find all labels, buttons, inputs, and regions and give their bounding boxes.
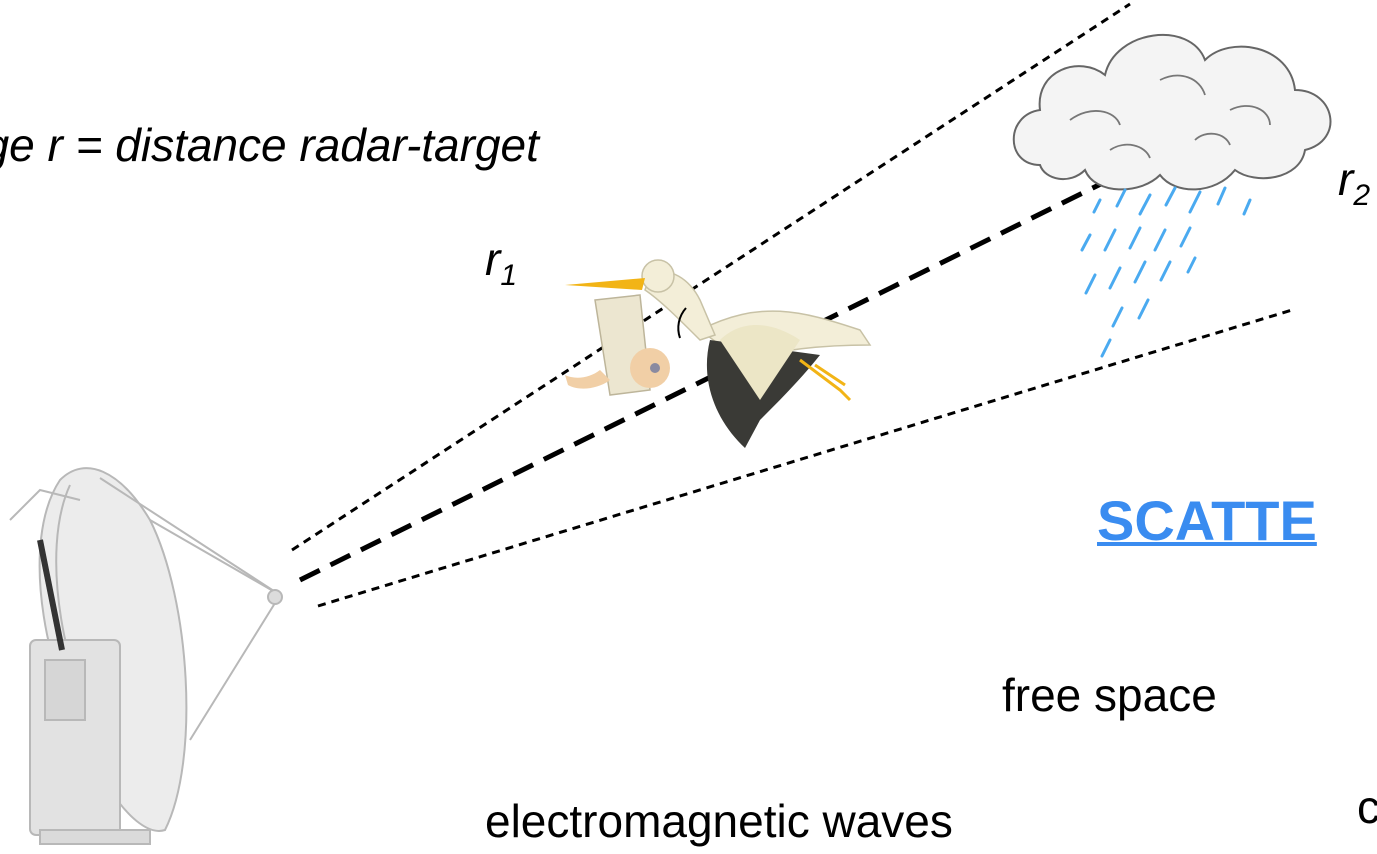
rain-cloud-icon — [1012, 34, 1332, 358]
cut-off-letter: c — [1357, 781, 1377, 833]
free-space-label: free space — [1002, 669, 1217, 721]
r1-subscript: 1 — [500, 259, 518, 292]
r1-label: r1 — [485, 232, 517, 293]
beam-lower-edge-line — [317, 308, 1293, 608]
beam-upper-edge-line — [291, 2, 1131, 552]
r2-subscript: 2 — [1353, 179, 1371, 212]
range-caption: nge r = distance radar-target — [0, 119, 539, 171]
radar-dish-icon — [9, 467, 283, 845]
r2-main: r — [1338, 153, 1354, 205]
scattering-heading[interactable]: SCATTE — [1097, 489, 1317, 552]
stork-icon — [565, 259, 872, 448]
r2-label: r2 — [1338, 152, 1370, 213]
r1-main: r — [485, 233, 501, 285]
r1-marker — [677, 307, 687, 339]
electromagnetic-waves-label: electromagnetic waves — [485, 795, 953, 847]
